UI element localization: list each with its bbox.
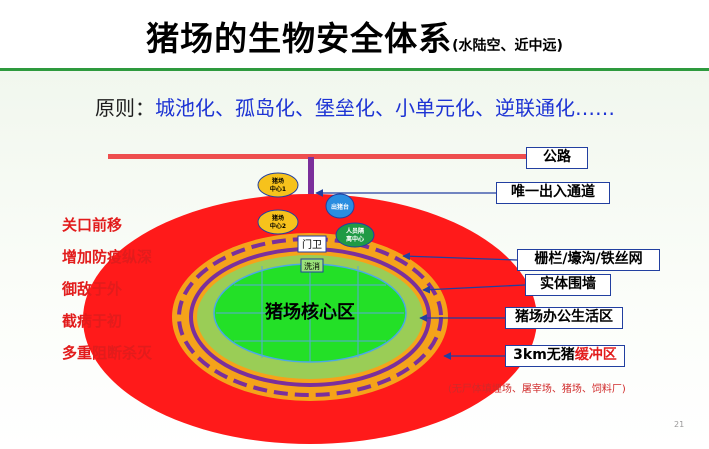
left-point: 增加防疫纵深 bbox=[62, 248, 153, 266]
staff-isolation-center bbox=[335, 222, 375, 248]
core-grid bbox=[216, 264, 404, 362]
pig-center-1 bbox=[257, 172, 299, 198]
single-entry-callout: 唯一出入通道 bbox=[496, 182, 610, 204]
pig-center-1-line1: 猪场 bbox=[271, 177, 284, 185]
wash-box bbox=[300, 258, 324, 273]
buffer-footnote: (无尸体填埋场、屠宰场、猪场、饲料厂) bbox=[448, 384, 626, 395]
page-number: 21 bbox=[674, 420, 685, 429]
guard-box bbox=[297, 235, 327, 253]
left-points: 关口前移 增加防疫纵深 御敌于外 截病于初 多重阻断杀灭 bbox=[62, 215, 152, 375]
pig-center-1-line2: 中心1 bbox=[270, 185, 286, 193]
sales-platform-label: 出猪台 bbox=[331, 203, 349, 211]
buffer-callout: 3km无猪缓冲区 bbox=[505, 345, 625, 367]
guard-label: 门卫 bbox=[302, 238, 322, 251]
slide-title: 猪场的生物安全体系(水陆空、近中远) bbox=[0, 12, 709, 60]
wash-label: 洗消 bbox=[304, 261, 320, 271]
pig-center-2-line1: 猪场 bbox=[271, 214, 284, 222]
fence-callout: 栅栏/壕沟/铁丝网 bbox=[517, 249, 660, 271]
pig-center-2-line2: 中心2 bbox=[270, 222, 286, 230]
fence-dashed-ring bbox=[177, 237, 443, 397]
title-bar: 猪场的生物安全体系(水陆空、近中远) bbox=[0, 0, 709, 68]
title-rule bbox=[0, 68, 709, 71]
staff-center-line1: 人员隔 bbox=[346, 227, 364, 235]
callout-arrows bbox=[315, 189, 526, 360]
wall-callout-text: 实体围墙 bbox=[540, 276, 596, 292]
title-sub: (水陆空、近中远) bbox=[452, 38, 563, 54]
office-callout: 猪场办公生活区 bbox=[505, 307, 623, 329]
core-label: 猪场核心区 bbox=[264, 301, 355, 323]
road-callout: 公路 bbox=[526, 147, 588, 169]
road-line bbox=[108, 154, 526, 159]
pig-center-2 bbox=[257, 209, 299, 235]
buffer-callout-highlight: 缓冲区 bbox=[574, 347, 617, 363]
single-entry-callout-text: 唯一出入通道 bbox=[511, 184, 595, 200]
staff-center-line2: 离中心 bbox=[346, 235, 364, 243]
principle-line: 原则：城池化、孤岛化、堡垒化、小单元化、逆联通化…… bbox=[95, 92, 615, 121]
left-point: 截病于初 bbox=[62, 312, 123, 330]
title-main: 猪场的生物安全体系 bbox=[146, 19, 453, 58]
principle-text: 城池化、孤岛化、堡垒化、小单元化、逆联通化…… bbox=[155, 96, 615, 120]
buffer-callout-prefix: 3km无猪 bbox=[513, 347, 575, 363]
road-callout-text: 公路 bbox=[543, 149, 571, 165]
left-point: 御敌于外 bbox=[62, 280, 123, 298]
fence-callout-text: 栅栏/壕沟/铁丝网 bbox=[534, 251, 643, 267]
left-point: 关口前移 bbox=[62, 216, 123, 234]
sales-platform bbox=[325, 193, 355, 219]
left-point: 多重阻断杀灭 bbox=[62, 344, 153, 362]
principle-label: 原则： bbox=[95, 96, 155, 120]
wall-callout: 实体围墙 bbox=[525, 274, 611, 296]
office-callout-text: 猪场办公生活区 bbox=[515, 309, 613, 325]
